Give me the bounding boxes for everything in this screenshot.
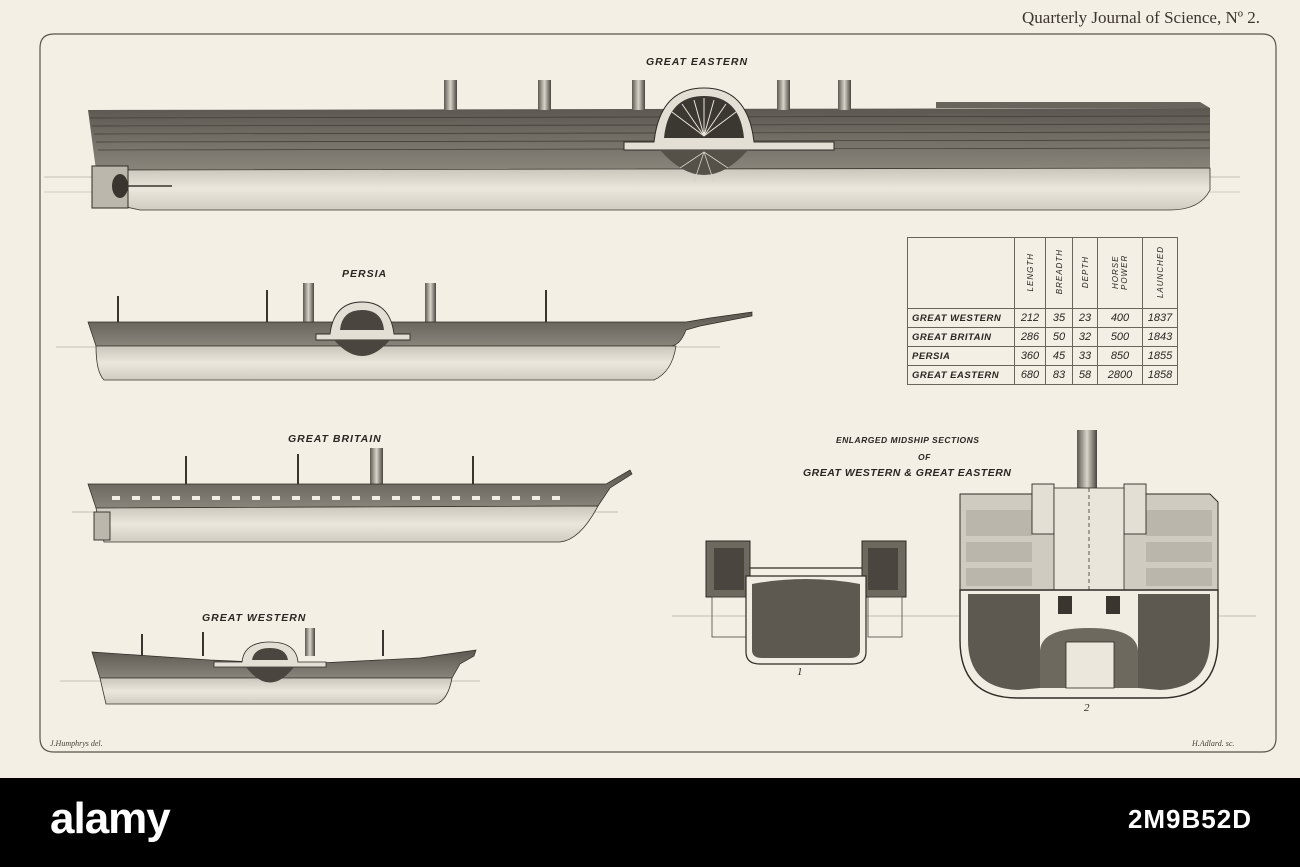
midship-section-2-drawing: [959, 430, 1219, 699]
table-row: GREAT EASTERN 680 83 58 2800 1858: [907, 365, 1178, 385]
launched-cell: 1843: [1142, 327, 1178, 347]
midship-heading-line1: ENLARGED MIDSHIP SECTIONS: [836, 435, 980, 445]
ship-name-cell: PERSIA: [907, 346, 1015, 366]
depth-cell: 58: [1072, 365, 1098, 385]
ship-label-persia: PERSIA: [342, 268, 388, 280]
launched-cell: 1855: [1142, 346, 1178, 366]
length-cell: 680: [1014, 365, 1046, 385]
ship-specs-table: LENGTH BREADTH DEPTH HORSE POWER LAUNCHE…: [907, 237, 1178, 385]
depth-cell: 32: [1072, 327, 1098, 347]
ship-label-great-eastern: GREAT EASTERN: [646, 56, 749, 68]
image-id: 2M9B52D: [1127, 804, 1252, 834]
breadth-cell: 50: [1045, 327, 1073, 347]
credit-draughtsman: J.Humphrys del.: [50, 739, 103, 748]
depth-cell: 33: [1072, 346, 1098, 366]
launched-cell: 1858: [1142, 365, 1178, 385]
table-header-row: LENGTH BREADTH DEPTH HORSE POWER LAUNCHE…: [907, 237, 1178, 309]
midship-heading-line3: GREAT WESTERN & GREAT EASTERN: [803, 467, 1012, 479]
horse-power-cell: 2800: [1097, 365, 1143, 385]
column-header-depth: DEPTH: [1072, 237, 1098, 309]
column-header-horse-power: HORSE POWER: [1097, 237, 1143, 309]
depth-cell: 23: [1072, 308, 1098, 328]
breadth-cell: 35: [1045, 308, 1073, 328]
horse-power-cell: 400: [1097, 308, 1143, 328]
horse-power-cell: 850: [1097, 346, 1143, 366]
midship-section-1-drawing: [672, 540, 1256, 665]
breadth-cell: 45: [1045, 346, 1073, 366]
brand-logo: alamy: [50, 794, 171, 843]
engraving-drawing: [39, 33, 1277, 753]
ship-label-great-britain: GREAT BRITAIN: [288, 433, 382, 445]
length-cell: 212: [1014, 308, 1046, 328]
journal-title: Quarterly Journal of Science, Nº 2.: [1022, 8, 1260, 27]
column-header-length: LENGTH: [1014, 237, 1046, 309]
length-cell: 360: [1014, 346, 1046, 366]
column-header-breadth: BREADTH: [1045, 237, 1073, 309]
horse-power-cell: 500: [1097, 327, 1143, 347]
ship-name-cell: GREAT WESTERN: [907, 308, 1015, 328]
ship-label-great-western: GREAT WESTERN: [202, 612, 307, 624]
length-cell: 286: [1014, 327, 1046, 347]
breadth-cell: 83: [1045, 365, 1073, 385]
ship-name-cell: GREAT EASTERN: [907, 365, 1015, 385]
table-row: GREAT BRITAIN 286 50 32 500 1843: [907, 327, 1178, 347]
engraving-plate: Quarterly Journal of Science, Nº 2. GREA…: [39, 8, 1277, 753]
figure-number-2: 2: [1084, 702, 1090, 714]
ship-name-cell: GREAT BRITAIN: [907, 327, 1015, 347]
table-corner-cell: [907, 237, 1015, 309]
table-row: GREAT WESTERN 212 35 23 400 1837: [907, 308, 1178, 328]
watermark-footer: alamy 2M9B52D: [0, 778, 1300, 867]
credit-engraver: H.Adlard. sc.: [1192, 739, 1235, 748]
table-row: PERSIA 360 45 33 850 1855: [907, 346, 1178, 366]
figure-number-1: 1: [797, 666, 803, 678]
great-britain-drawing: [72, 448, 633, 543]
midship-heading-line2: OF: [918, 452, 931, 462]
launched-cell: 1837: [1142, 308, 1178, 328]
column-header-launched: LAUNCHED: [1142, 237, 1178, 309]
great-western-drawing: [60, 628, 480, 705]
great-eastern-drawing: [44, 80, 1240, 211]
persia-drawing: [56, 283, 753, 381]
